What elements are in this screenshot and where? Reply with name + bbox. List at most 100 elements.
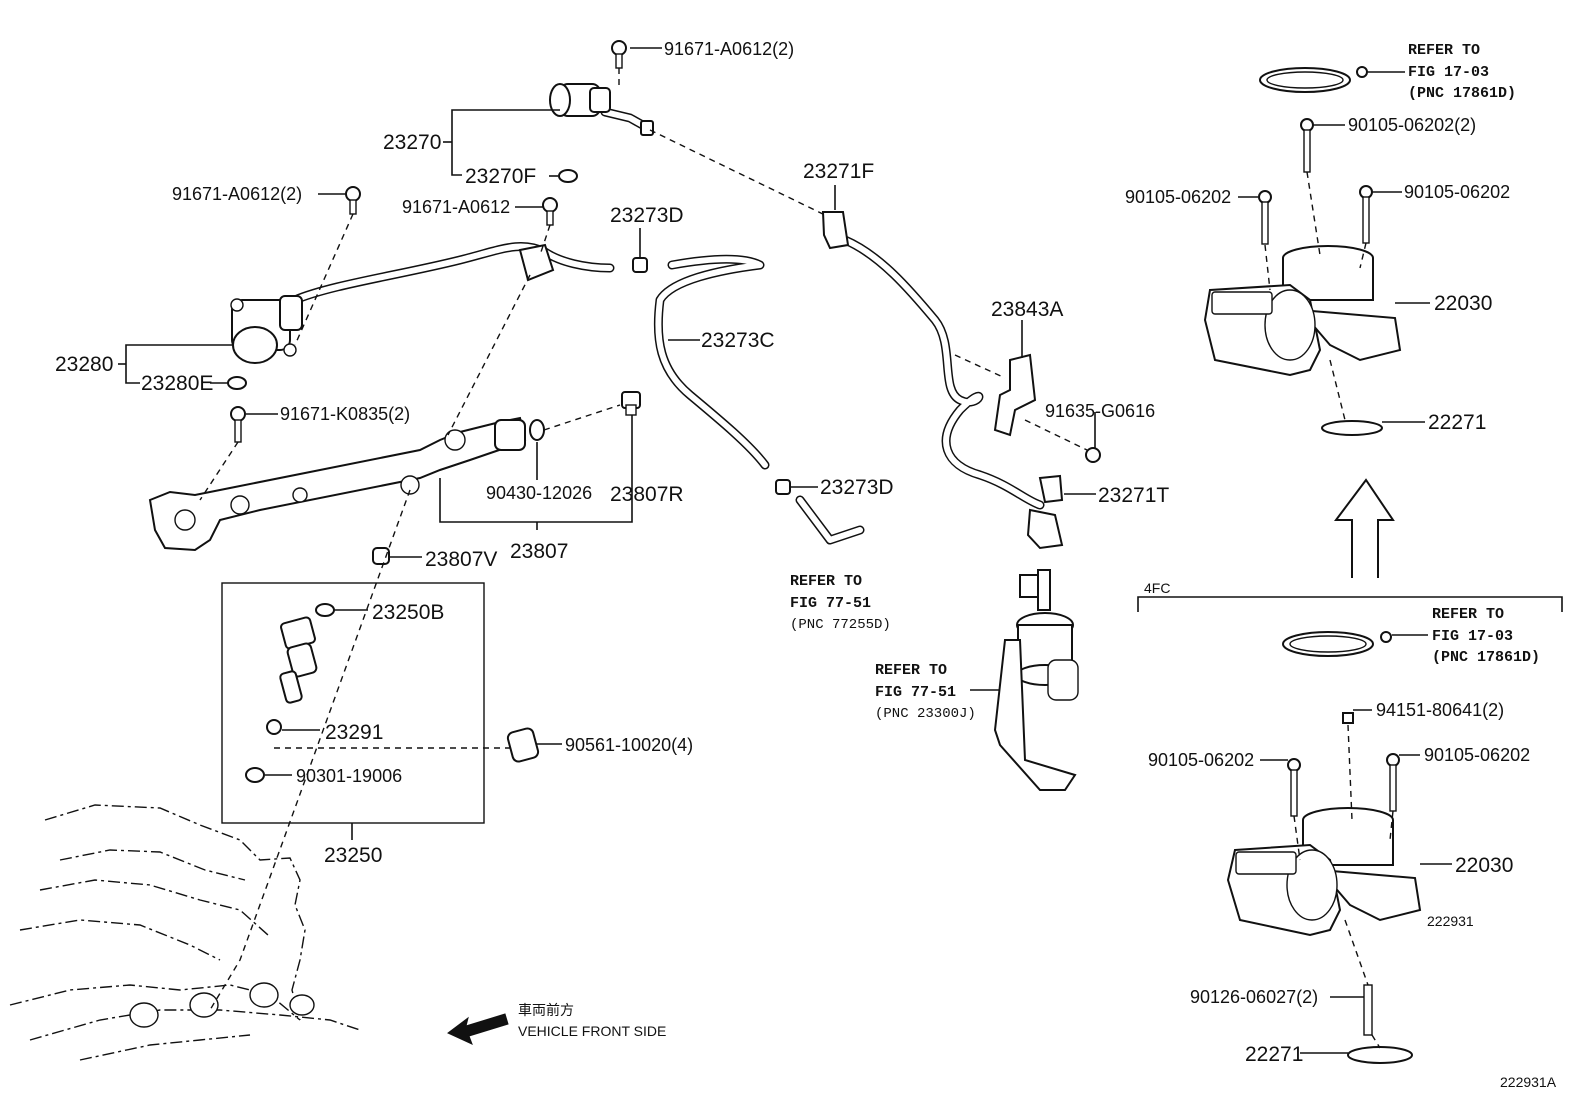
bolt-91671-a0612-mid — [542, 197, 558, 226]
part-23250b-o-ring — [315, 603, 335, 617]
label-23270f: 23270F — [465, 165, 536, 188]
label-94151-80641: 94151-80641(2) — [1376, 700, 1504, 720]
refer-note-fig-77-51-a: REFER TO FIG 77-51 (PNC 77255D) — [790, 573, 891, 633]
label-90301-19006: 90301-19006 — [296, 766, 402, 786]
part-23273d-clamp-bottom — [775, 479, 791, 495]
label-222931a: 222931A — [1500, 1074, 1557, 1090]
part-23250-fuel-injector — [279, 616, 318, 704]
part-23807-fuel-delivery-pipe — [148, 416, 527, 552]
svg-text:FIG 77-51: FIG 77-51 — [790, 595, 871, 612]
svg-text:FIG 17-03: FIG 17-03 — [1432, 628, 1513, 645]
bolt-90105-06202-bottom-right — [1386, 753, 1400, 812]
label-9010506202-br: 90105-06202 — [1424, 745, 1530, 765]
part-number-labels: 91671-A0612(2) 23270 23270F 91671-A0612(… — [55, 39, 1557, 1090]
variant-divider — [1137, 596, 1563, 612]
vehicle-front-arrow-icon — [447, 1013, 509, 1045]
label-23807v: 23807V — [425, 548, 497, 571]
part-23807v-cap — [372, 547, 390, 565]
label-91671-a0612-2-top: 91671-A0612(2) — [664, 39, 794, 59]
part-90430-12026-gasket — [529, 419, 545, 441]
label-23250: 23250 — [324, 844, 382, 867]
bolt-90105-06202-top-right — [1359, 185, 1373, 244]
part-22271-gasket-top — [1321, 420, 1383, 436]
hose-to-fig-77-51 — [795, 495, 865, 545]
label-91671-k0835: 91671-K0835(2) — [280, 404, 410, 424]
label-23843a: 23843A — [991, 298, 1063, 321]
refer-note-fig-77-51-b: REFER TO FIG 77-51 (PNC 23300J) — [875, 662, 976, 722]
svg-text:VEHICLE FRONT SIDE: VEHICLE FRONT SIDE — [518, 1023, 666, 1039]
svg-text:FIG 77-51: FIG 77-51 — [875, 684, 956, 701]
leader-lines — [118, 47, 1452, 1054]
bolt-91671-a0612-top — [611, 40, 627, 69]
label-23271f: 23271F — [803, 160, 874, 183]
part-90301-19006-o-ring — [245, 767, 265, 783]
label-90126-06027: 90126-06027(2) — [1190, 987, 1318, 1007]
label-22030-bottom: 22030 — [1455, 854, 1513, 877]
part-23280-pulsation-damper — [230, 242, 615, 364]
svg-text:REFER TO: REFER TO — [1408, 42, 1480, 59]
engine-block-outline — [9, 804, 361, 1061]
label-23270: 23270 — [383, 131, 441, 154]
svg-text:車両前方: 車両前方 — [518, 1002, 574, 1018]
clamp-ring-bottom — [1282, 631, 1392, 657]
label-23273d-bottom: 23273D — [820, 476, 894, 499]
assembly-lines — [199, 68, 1394, 1049]
label-91671-a0612-2-left: 91671-A0612(2) — [172, 184, 302, 204]
label-22271-bottom: 22271 — [1245, 1043, 1303, 1066]
clamp-ring-top — [1259, 66, 1368, 93]
refer-note-fig-17-03-top: REFER TO FIG 17-03 (PNC 17861D) — [1408, 42, 1516, 102]
bolt-90105-06202-top-left — [1258, 190, 1272, 245]
svg-text:FIG 17-03: FIG 17-03 — [1408, 64, 1489, 81]
arrow-up-icon — [1334, 478, 1395, 578]
bolt-90105-06202-bottom-left — [1287, 758, 1301, 817]
bolt-90105-06202-top-long — [1300, 118, 1314, 173]
svg-text:REFER TO: REFER TO — [790, 573, 862, 590]
label-22030-top: 22030 — [1434, 292, 1492, 315]
refer-note-fig-17-03-bottom: REFER TO FIG 17-03 (PNC 17861D) — [1432, 606, 1540, 666]
injector-set-box — [221, 582, 485, 824]
part-23291-insulator — [266, 719, 282, 735]
label-9010506202-bl: 90105-06202 — [1148, 750, 1254, 770]
part-23273c-fuel-hose — [653, 254, 770, 470]
part-23273d-clamp-top — [632, 257, 648, 273]
stud-94151-80641 — [1342, 712, 1354, 724]
label-23280e: 23280E — [141, 372, 213, 395]
label-23273d-top: 23273D — [610, 204, 684, 227]
label-9010506202-tr: 90105-06202 — [1404, 182, 1510, 202]
label-23807r: 23807R — [610, 483, 684, 506]
part-22271-gasket-bottom — [1347, 1046, 1413, 1064]
label-23250b: 23250B — [372, 601, 444, 624]
svg-text:(PNC 17861D): (PNC 17861D) — [1408, 85, 1516, 102]
part-23270-pulsation-damper — [549, 83, 654, 136]
label-22271-top: 22271 — [1428, 411, 1486, 434]
bolt-91671-a0612-left — [345, 186, 361, 215]
part-23271f-fuel-line — [821, 211, 1045, 510]
label-23291: 23291 — [325, 721, 383, 744]
vehicle-front-note: 車両前方 VEHICLE FRONT SIDE — [518, 1002, 666, 1039]
part-23270f-o-ring — [558, 169, 578, 183]
part-22030-throttle-body-top — [1203, 245, 1402, 377]
label-91635-g0616: 91635-G0616 — [1045, 401, 1155, 421]
svg-text:(PNC 17861D): (PNC 17861D) — [1432, 649, 1540, 666]
label-9010506202-2-top: 90105-06202(2) — [1348, 115, 1476, 135]
svg-text:REFER TO: REFER TO — [875, 662, 947, 679]
bolt-91635-g0616 — [1085, 447, 1101, 463]
part-22030-throttle-body-bottom — [1226, 807, 1422, 937]
svg-text:REFER TO: REFER TO — [1432, 606, 1504, 623]
label-23273c: 23273C — [701, 329, 775, 352]
label-23271t: 23271T — [1098, 484, 1169, 507]
bolt-91671-k0835 — [230, 406, 246, 443]
fuel-pump-assembly — [993, 569, 1079, 791]
svg-text:(PNC 23300J): (PNC 23300J) — [875, 706, 976, 722]
label-9010506202-tl: 90105-06202 — [1125, 187, 1231, 207]
part-23280e-o-ring — [227, 376, 247, 390]
label-91671-a0612: 91671-A0612 — [402, 197, 510, 217]
part-23807r-plug — [621, 391, 641, 416]
label-222931: 222931 — [1427, 913, 1474, 929]
bolt-90126-06027 — [1363, 984, 1373, 1036]
part-90561-10020-collar — [506, 727, 540, 763]
svg-text:(PNC 77255D): (PNC 77255D) — [790, 617, 891, 633]
label-4fc: 4FC — [1144, 580, 1170, 596]
label-90430-12026: 90430-12026 — [486, 483, 592, 503]
